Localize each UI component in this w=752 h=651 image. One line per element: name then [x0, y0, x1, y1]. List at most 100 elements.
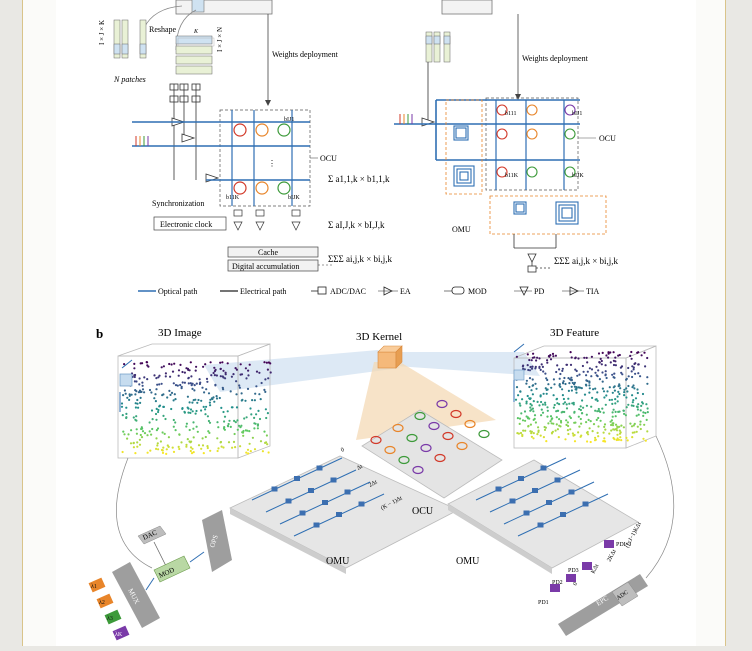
cloud-point — [596, 399, 599, 402]
ocu-label-b: OCU — [412, 506, 434, 517]
delay-line — [330, 477, 337, 483]
cloud-point — [525, 402, 528, 405]
cloud-point — [601, 351, 604, 354]
cloud-point — [586, 370, 589, 373]
cloud-point — [193, 389, 196, 392]
cloud-point — [569, 351, 572, 354]
cloud-point — [578, 425, 581, 428]
cloud-point — [146, 378, 149, 381]
omu-left-label: OMU — [326, 556, 350, 567]
ring-label-b11k-right: b11K — [505, 173, 519, 179]
n-patches-label: N patches — [113, 75, 146, 84]
cloud-point — [165, 452, 168, 455]
cloud-point — [151, 427, 154, 431]
cloud-point — [619, 387, 622, 390]
cloud-point — [534, 365, 537, 368]
cloud-point — [637, 413, 640, 416]
cloud-point — [579, 408, 583, 412]
cloud-point — [627, 384, 630, 388]
cloud-point — [563, 401, 567, 404]
cloud-point — [139, 401, 142, 404]
cloud-point — [545, 377, 548, 380]
cloud-point — [639, 375, 642, 378]
cloud-point — [238, 384, 241, 387]
cloud-point — [138, 438, 141, 441]
cloud-point — [529, 406, 532, 409]
cloud-point — [639, 420, 642, 423]
cloud-point — [162, 405, 165, 408]
cloud-point — [536, 433, 539, 436]
cloud-point — [213, 366, 216, 369]
cloud-point — [161, 449, 164, 452]
cloud-point — [600, 363, 603, 366]
digital-acc-label: Digital accumulation — [232, 262, 299, 271]
cloud-point — [571, 402, 574, 405]
kernel-title: 3D Kernel — [356, 331, 402, 343]
cloud-point — [134, 393, 137, 396]
microring — [442, 431, 454, 441]
cloud-point — [518, 417, 522, 420]
cloud-point — [529, 402, 532, 406]
cloud-point — [535, 387, 538, 390]
cloud-point — [168, 362, 171, 366]
cloud-point — [536, 356, 539, 359]
cloud-point — [226, 410, 229, 413]
cloud-point — [123, 433, 126, 436]
feature-title: 3D Feature — [550, 327, 599, 339]
cloud-point — [177, 369, 181, 372]
cloud-point — [179, 363, 182, 366]
cloud-point — [155, 418, 158, 421]
cloud-point — [565, 407, 569, 410]
ops-bar: OPS — [202, 510, 232, 572]
cloud-point — [229, 425, 232, 428]
cloud-point — [624, 414, 628, 417]
cloud-point — [123, 389, 126, 392]
cloud-point — [539, 395, 542, 398]
cloud-point — [125, 412, 128, 415]
cloud-point — [206, 445, 209, 448]
cloud-point — [525, 382, 528, 385]
cloud-point — [642, 411, 645, 414]
cloud-point — [617, 410, 620, 413]
cloud-point — [187, 377, 190, 380]
cloud-point — [196, 401, 199, 404]
image-3d-cube — [117, 343, 272, 459]
cloud-point — [645, 403, 648, 406]
cloud-point — [172, 418, 175, 422]
cloud-point — [529, 409, 532, 412]
cloud-point — [585, 356, 588, 359]
cloud-point — [541, 365, 544, 368]
cloud-point — [555, 398, 558, 401]
cloud-point — [197, 398, 200, 402]
cloud-point — [170, 363, 173, 366]
cloud-point — [529, 365, 532, 369]
cloud-point — [639, 423, 642, 426]
cloud-point — [546, 409, 549, 412]
cloud-point — [529, 397, 532, 400]
pd-chain-left — [233, 209, 301, 231]
cloud-point — [528, 358, 531, 362]
pd-ixj: PDI×J — [616, 542, 632, 548]
cloud-point — [579, 386, 582, 389]
cloud-point — [201, 437, 204, 440]
cloud-point — [597, 425, 600, 428]
cloud-point — [162, 414, 165, 417]
cloud-point — [517, 432, 520, 435]
cloud-point — [552, 422, 555, 425]
ocu-grid-right: b111 bIJ1 b11K bIJK — [394, 97, 584, 191]
microring — [414, 411, 426, 421]
cloud-point — [154, 412, 158, 416]
cloud-point — [531, 393, 534, 396]
cloud-point — [630, 404, 633, 407]
delay-0: 0 — [340, 447, 345, 454]
cloud-point — [573, 440, 577, 443]
cloud-point — [235, 393, 238, 396]
cloud-point — [578, 408, 581, 411]
cloud-point — [232, 440, 236, 443]
cloud-point — [189, 449, 192, 453]
cloud-point — [603, 425, 606, 428]
cloud-point — [133, 367, 136, 370]
cloud-point — [153, 374, 156, 377]
cloud-point — [222, 427, 226, 430]
cloud-point — [167, 445, 170, 448]
